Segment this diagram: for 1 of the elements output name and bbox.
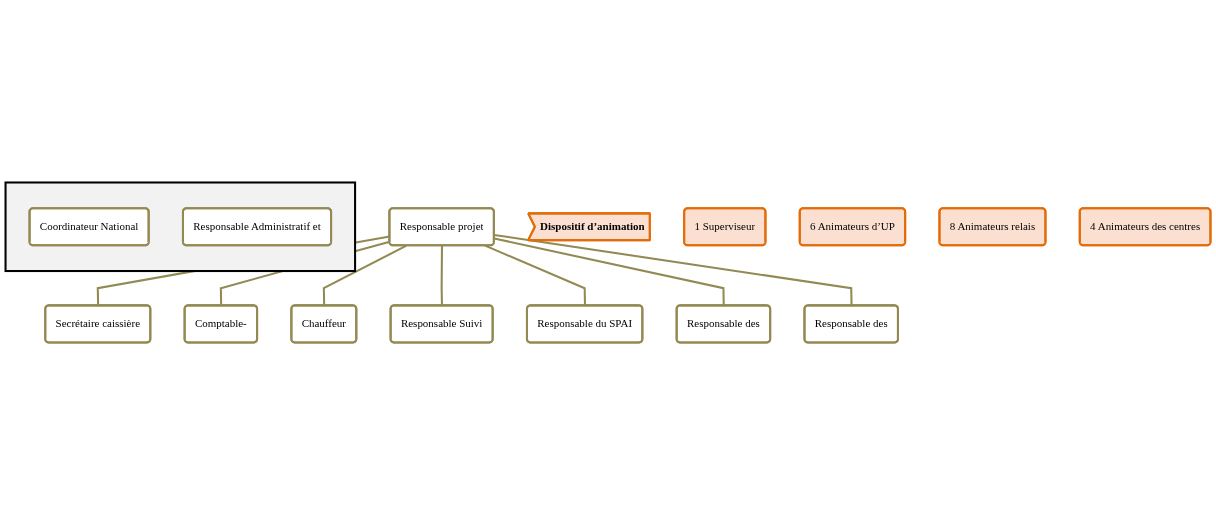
cluster xyxy=(4,181,357,272)
